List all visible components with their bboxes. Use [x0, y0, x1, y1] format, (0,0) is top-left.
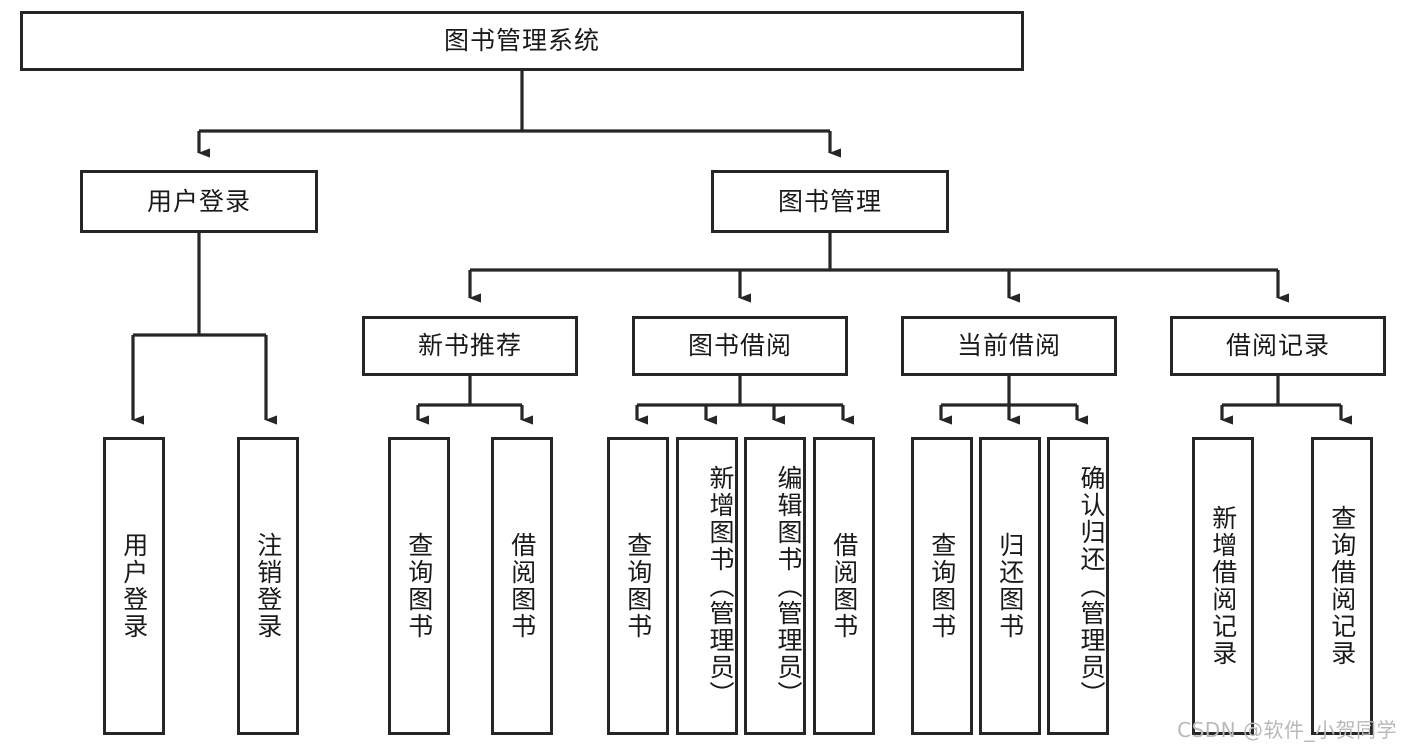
leaf-add-book-label: 新增图书（管理员）: [706, 464, 735, 708]
leaf-query-book-3-label: 查询图书: [927, 532, 957, 640]
node-book-borrow-label: 图书借阅: [687, 331, 792, 361]
node-user-login[interactable]: 用户登录: [80, 170, 318, 233]
node-current-borrow[interactable]: 当前借阅: [901, 316, 1117, 376]
leaf-borrow-book-1-label: 借阅图书: [507, 532, 537, 640]
leaf-query-record[interactable]: 查询借阅记录: [1311, 437, 1373, 735]
leaf-borrow-book-2-label: 借阅图书: [829, 532, 859, 640]
node-current-borrow-label: 当前借阅: [956, 331, 1061, 361]
node-user-login-label: 用户登录: [146, 186, 251, 216]
watermark: CSDN @软件_小贺同学: [1177, 718, 1397, 742]
leaf-user-login-label: 用户登录: [119, 532, 149, 640]
leaf-borrow-book-1[interactable]: 借阅图书: [491, 437, 553, 735]
leaf-borrow-book-2[interactable]: 借阅图书: [813, 437, 875, 735]
leaf-query-book-3[interactable]: 查询图书: [911, 437, 973, 735]
node-book-manage-label: 图书管理: [777, 186, 882, 216]
leaf-add-record[interactable]: 新增借阅记录: [1192, 437, 1254, 735]
leaf-query-record-label: 查询借阅记录: [1327, 505, 1357, 667]
node-book-borrow[interactable]: 图书借阅: [632, 316, 848, 376]
node-book-manage[interactable]: 图书管理: [711, 170, 949, 233]
leaf-query-book-1-label: 查询图书: [404, 532, 434, 640]
leaf-user-logout-label: 注销登录: [253, 532, 283, 640]
leaf-add-book[interactable]: 新增图书（管理员）: [676, 437, 738, 735]
leaf-query-book-2-label: 查询图书: [623, 532, 653, 640]
leaf-query-book-2[interactable]: 查询图书: [607, 437, 669, 735]
node-borrow-record[interactable]: 借阅记录: [1170, 316, 1386, 376]
leaf-edit-book-label: 编辑图书（管理员）: [774, 464, 803, 708]
leaf-query-book-1[interactable]: 查询图书: [388, 437, 450, 735]
leaf-return-book-label: 归还图书: [995, 532, 1025, 640]
node-new-book-recommend[interactable]: 新书推荐: [362, 316, 578, 376]
leaf-return-book[interactable]: 归还图书: [979, 437, 1041, 735]
leaf-confirm-return[interactable]: 确认归还（管理员）: [1047, 437, 1109, 735]
leaf-user-login[interactable]: 用户登录: [103, 437, 165, 735]
leaf-add-record-label: 新增借阅记录: [1208, 505, 1238, 667]
node-new-book-recommend-label: 新书推荐: [417, 331, 522, 361]
leaf-confirm-return-label: 确认归还（管理员）: [1077, 464, 1106, 708]
leaf-user-logout[interactable]: 注销登录: [237, 437, 299, 735]
node-root[interactable]: 图书管理系统: [20, 11, 1024, 71]
leaf-edit-book[interactable]: 编辑图书（管理员）: [744, 437, 806, 735]
node-root-label: 图书管理系统: [443, 26, 600, 56]
node-borrow-record-label: 借阅记录: [1225, 331, 1330, 361]
